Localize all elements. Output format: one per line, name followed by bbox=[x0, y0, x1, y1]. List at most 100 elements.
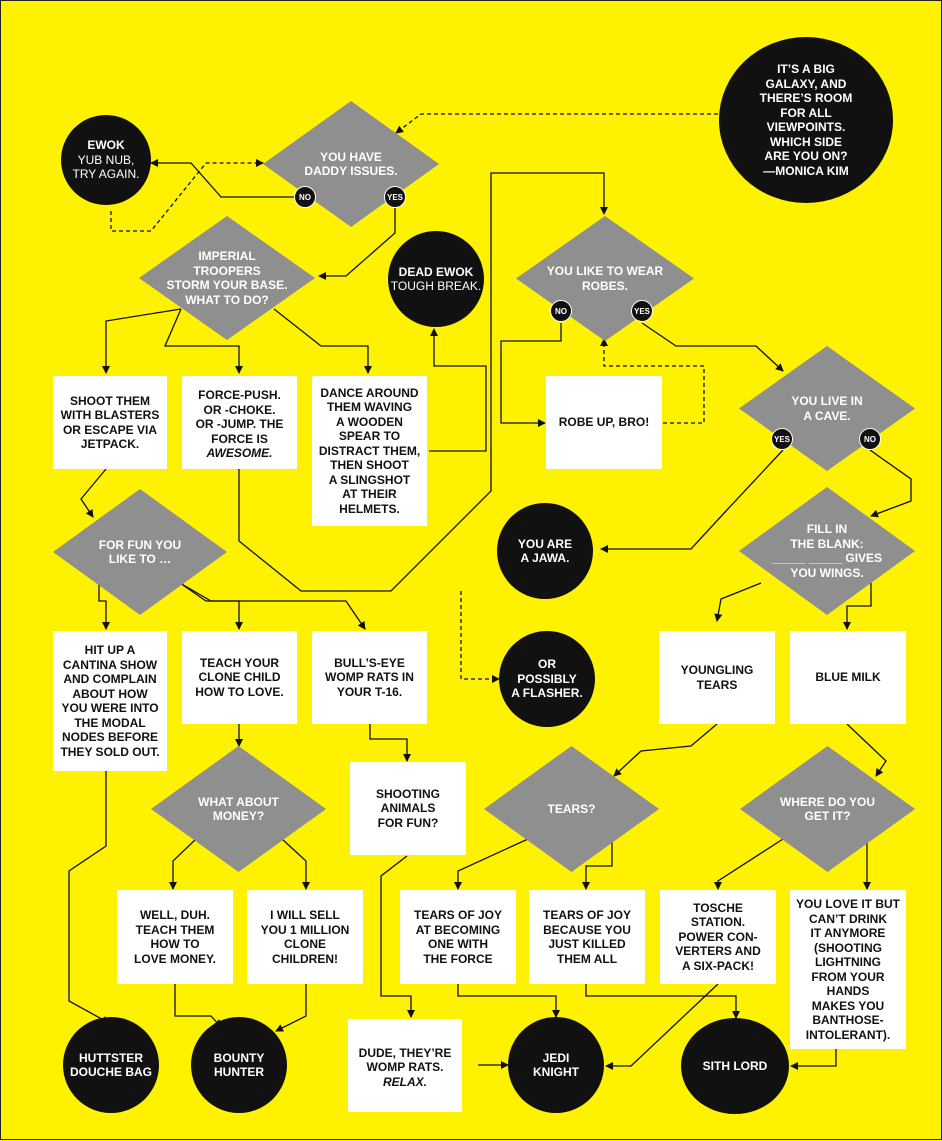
robe-up-text: ROBE UP, BRO! bbox=[558, 415, 650, 430]
connector-jawa-to-flasher bbox=[460, 591, 500, 683]
robes-no-tag: NO bbox=[550, 300, 572, 322]
joy-force-text: TEARS OF JOY AT BECOMING ONE WITH THE FO… bbox=[413, 908, 502, 966]
connector-dance-to-deadewok bbox=[429, 328, 487, 452]
huttster-circle: HUTTSTER DOUCHE BAG bbox=[63, 1017, 159, 1113]
bounty-hunter-text: BOUNTY HUNTER bbox=[213, 1050, 265, 1080]
tosche-box: TOSCHE STATION. POWER CON- VERTERS AND A… bbox=[660, 890, 776, 984]
connector-tears-to-joy1 bbox=[454, 838, 529, 890]
money-text: WHAT ABOUT MONEY? bbox=[198, 794, 279, 824]
tosche-text: TOSCHE STATION. POWER CON- VERTERS AND A… bbox=[675, 900, 761, 973]
where-text: WHERE DO YOU GET IT? bbox=[779, 794, 876, 824]
cave-no-tag: NO bbox=[859, 428, 881, 450]
joy-force-box: TEARS OF JOY AT BECOMING ONE WITH THE FO… bbox=[400, 890, 516, 984]
daddy-issues-diamond: YOU HAVE DADDY ISSUES. bbox=[263, 101, 439, 227]
connector-imperial-to-dance bbox=[273, 308, 372, 374]
force-box: FORCE-PUSH. OR -CHOKE. OR -JUMP. THE FOR… bbox=[182, 376, 297, 469]
daddy-issues-text: YOU HAVE DADDY ISSUES. bbox=[304, 149, 398, 179]
shoot-text: SHOOT THEM WITH BLASTERS OR ESCAPE VIA J… bbox=[60, 393, 160, 452]
blue-milk-box: BLUE MILK bbox=[790, 631, 906, 724]
joy-killed-box: TEARS OF JOY BECAUSE YOU JUST KILLED THE… bbox=[529, 890, 645, 984]
connector-cave-yes-to-jawa bbox=[600, 449, 784, 553]
dead-ewok-title: DEAD EWOK bbox=[398, 264, 474, 279]
dead-ewok-subtitle: TOUGH BREAK. bbox=[390, 279, 482, 293]
cave-text: YOU LIVE IN A CAVE. bbox=[791, 394, 863, 423]
fill-blank-text: FILL IN THE BLANK: _____ _____ GIVES YOU… bbox=[771, 522, 883, 580]
jedi-knight-circle: JEDI KNIGHT bbox=[508, 1017, 604, 1113]
cantina-text: HIT UP A CANTINA SHOW AND COMPLAIN ABOUT… bbox=[60, 643, 160, 759]
money-diamond: WHAT ABOUT MONEY? bbox=[151, 746, 326, 872]
connector-fill-to-bluemilk bbox=[843, 583, 872, 630]
cave-yes-tag: YES bbox=[771, 428, 793, 450]
blue-milk-text: BLUE MILK bbox=[815, 670, 881, 685]
dude-text-emphasis: RELAX. bbox=[382, 1074, 427, 1089]
connector-robeup-to-robes bbox=[600, 338, 705, 424]
connector-ewok-to-daddy bbox=[110, 159, 264, 232]
connector-loveit-to-sith bbox=[790, 1049, 837, 1070]
connector-force-to-robes bbox=[238, 172, 608, 592]
connector-money-to-sell bbox=[281, 838, 310, 890]
duh-box: WELL, DUH. TEACH THEM HOW TO LOVE MONEY. bbox=[117, 890, 233, 984]
connector-youngling-to-tears bbox=[613, 723, 718, 777]
imperial-text: IMPERIAL TROOPERS STORM YOUR BASE. WHAT … bbox=[166, 249, 288, 307]
robes-yes-tag: YES bbox=[631, 300, 653, 322]
imperial-diamond: IMPERIAL TROOPERS STORM YOUR BASE. WHAT … bbox=[139, 216, 315, 340]
robe-up-box: ROBE UP, BRO! bbox=[546, 376, 662, 469]
jawa-circle: YOU ARE A JAWA. bbox=[497, 503, 593, 599]
robes-text: YOU LIKE TO WEAR ROBES. bbox=[546, 264, 664, 293]
connector-where-to-tosche bbox=[714, 838, 784, 890]
connector-joy2-to-sith bbox=[585, 984, 740, 1019]
love-it-text: YOU LOVE IT BUT CAN’T DRINK IT ANYMORE (… bbox=[795, 897, 900, 1042]
clone-text: TEACH YOUR CLONE CHILD HOW TO LOVE. bbox=[195, 655, 284, 699]
where-diamond: WHERE DO YOU GET IT? bbox=[740, 746, 915, 872]
daddy-no-tag: NO bbox=[294, 186, 316, 208]
love-it-box: YOU LOVE IT BUT CAN’T DRINK IT ANYMORE (… bbox=[790, 890, 906, 1049]
quote-text: IT’S A BIG GALAXY, AND THERE’S ROOM FOR … bbox=[759, 62, 853, 178]
shooting-text: SHOOTING ANIMALS FOR FUN? bbox=[375, 786, 440, 830]
connector-robes-yes-to-cave bbox=[641, 322, 784, 372]
cave-diamond: YOU LIVE IN A CAVE. bbox=[739, 346, 915, 471]
duh-text: WELL, DUH. TEACH THEM HOW TO LOVE MONEY. bbox=[133, 908, 216, 966]
connector-imperial-to-shoot bbox=[102, 308, 182, 374]
connector-robes-no-to-robeup bbox=[500, 323, 562, 427]
shoot-box: SHOOT THEM WITH BLASTERS OR ESCAPE VIA J… bbox=[53, 376, 167, 469]
joy-killed-text: TEARS OF JOY BECAUSE YOU JUST KILLED THE… bbox=[542, 908, 631, 966]
dude-text: DUDE, THEY’RE WOMP RATS. bbox=[358, 1045, 452, 1075]
daddy-yes-tag: YES bbox=[384, 186, 406, 208]
connector-womp-to-shooting bbox=[369, 724, 411, 762]
clone-box: TEACH YOUR CLONE CHILD HOW TO LOVE. bbox=[182, 631, 297, 724]
force-text-emphasis: AWESOME. bbox=[206, 446, 273, 461]
youngling-box: YOUNGLING TEARS bbox=[659, 631, 775, 724]
connector-duh-to-bounty bbox=[174, 984, 222, 1028]
flasher-circle: OR POSSIBLY A FLASHER. bbox=[499, 631, 595, 727]
connector-tears-to-joy2 bbox=[582, 839, 613, 890]
dance-text: DANCE AROUND THEM WAVING A WOODEN SPEAR … bbox=[318, 385, 421, 516]
connector-money-to-duh bbox=[169, 838, 197, 890]
connector-daddy-no-to-ewok bbox=[150, 159, 305, 198]
connector-joy1-to-jedi bbox=[457, 984, 560, 1018]
connector-fun-to-womp bbox=[179, 582, 366, 630]
connector-imperial-to-force bbox=[164, 308, 243, 374]
sell-box: I WILL SELL YOU 1 MILLION CLONE CHILDREN… bbox=[247, 890, 363, 984]
tears-diamond: TEARS? bbox=[484, 746, 659, 872]
jawa-text: YOU ARE A JAWA. bbox=[517, 536, 573, 566]
dude-box: DUDE, THEY’RE WOMP RATS. RELAX. bbox=[348, 1019, 462, 1112]
connector-bluemilk-to-where bbox=[846, 723, 887, 777]
flasher-text: OR POSSIBLY A FLASHER. bbox=[511, 657, 583, 701]
cantina-box: HIT UP A CANTINA SHOW AND COMPLAIN ABOUT… bbox=[53, 631, 167, 771]
connector-shoot-to-fun bbox=[80, 468, 107, 518]
connector-tosche-to-jedi bbox=[605, 983, 719, 1070]
connector-shooting-to-dude bbox=[380, 855, 415, 1018]
connector-sell-to-bounty bbox=[275, 984, 307, 1032]
sell-text: I WILL SELL YOU 1 MILLION CLONE CHILDREN… bbox=[260, 908, 350, 966]
ewok-subtitle: YUB NUB, TRY AGAIN. bbox=[72, 152, 140, 182]
tears-text: TEARS? bbox=[547, 801, 596, 816]
force-text: FORCE-PUSH. OR -CHOKE. OR -JUMP. THE FOR… bbox=[195, 388, 284, 446]
youngling-text: YOUNGLING TEARS bbox=[680, 663, 754, 692]
womp-box: BULL’S-EYE WOMP RATS IN YOUR T-16. bbox=[312, 631, 427, 724]
sith-lord-text: SITH LORD bbox=[702, 1058, 768, 1073]
bounty-hunter-circle: BOUNTY HUNTER bbox=[191, 1017, 287, 1113]
huttster-text: HUTTSTER DOUCHE BAG bbox=[69, 1050, 152, 1080]
robes-diamond: YOU LIKE TO WEAR ROBES. bbox=[516, 216, 694, 341]
